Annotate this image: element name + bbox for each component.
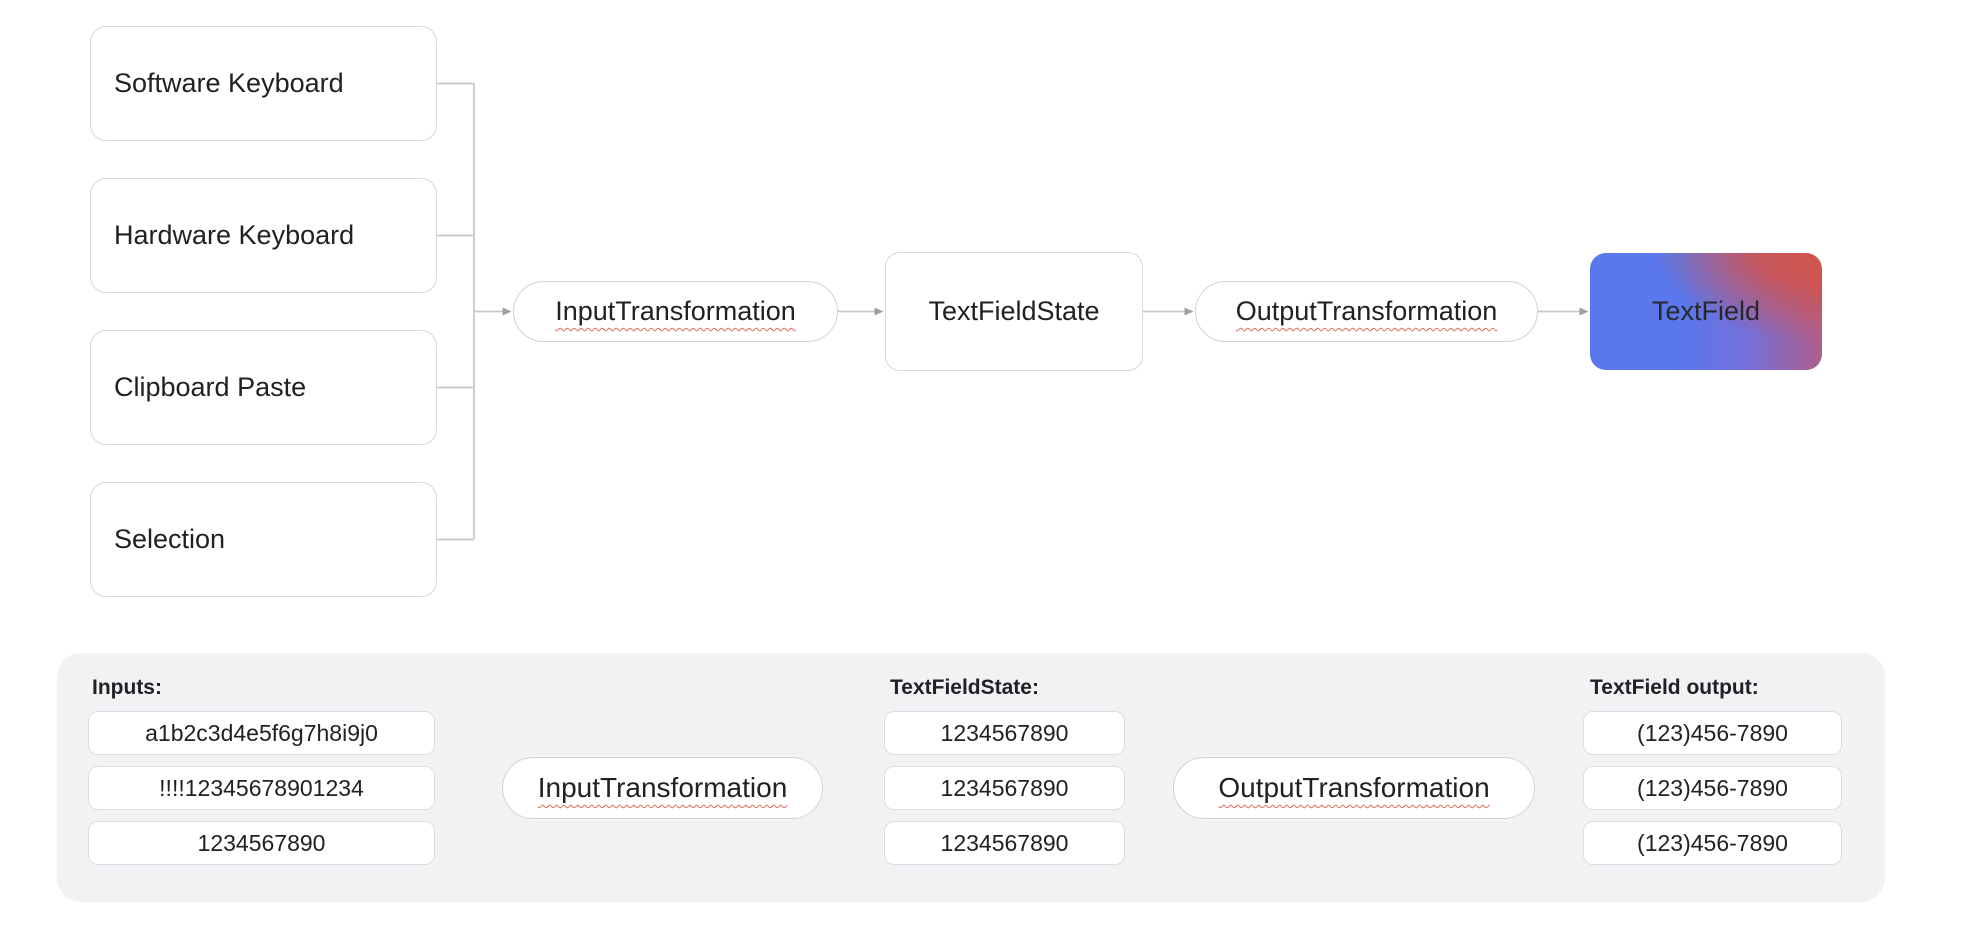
source-box-software-keyboard: Software Keyboard <box>90 26 437 141</box>
source-box-hardware-keyboard: Hardware Keyboard <box>90 178 437 293</box>
state-value-cell: 1234567890 <box>884 821 1125 865</box>
state-value-cell: 1234567890 <box>884 711 1125 755</box>
output-transformation-label: OutputTransformation <box>1218 772 1490 803</box>
source-box-selection: Selection <box>90 482 437 597</box>
source-box-clipboard-paste: Clipboard Paste <box>90 330 437 445</box>
state-title: TextFieldState: <box>890 676 1039 699</box>
input-value-cell: 1234567890 <box>88 821 435 865</box>
source-label: Selection <box>114 524 226 554</box>
text-field-state-node: TextFieldState <box>885 252 1143 371</box>
input-value: a1b2c3d4e5f6g7h8i9j0 <box>145 719 378 746</box>
input-value: !!!!12345678901234 <box>159 774 364 801</box>
state-value-cell: 1234567890 <box>884 766 1125 810</box>
output-transformation-node-bottom: OutputTransformation <box>1173 757 1535 819</box>
output-transformation-node: OutputTransformation <box>1195 281 1538 342</box>
text-field-node: TextField <box>1590 253 1822 370</box>
output-value-cell: (123)456-7890 <box>1583 766 1842 810</box>
inputs-title: Inputs: <box>92 676 162 699</box>
output-value: (123)456-7890 <box>1637 719 1788 746</box>
input-transformation-node: InputTransformation <box>513 281 838 342</box>
input-transformation-label: InputTransformation <box>537 772 788 803</box>
input-transformation-label: InputTransformation <box>555 296 796 326</box>
text-field-label: TextField <box>1651 296 1761 326</box>
state-value: 1234567890 <box>940 774 1069 801</box>
output-value: (123)456-7890 <box>1637 829 1788 856</box>
text-field-state-label: TextFieldState <box>928 296 1100 326</box>
output-value-cell: (123)456-7890 <box>1583 821 1842 865</box>
output-value-cell: (123)456-7890 <box>1583 711 1842 755</box>
input-transformation-node-bottom: InputTransformation <box>502 757 823 819</box>
output-title: TextField output: <box>1590 676 1759 699</box>
source-label: Software Keyboard <box>114 68 344 98</box>
output-value: (123)456-7890 <box>1637 774 1788 801</box>
input-value-cell: !!!!12345678901234 <box>88 766 435 810</box>
state-value: 1234567890 <box>940 719 1069 746</box>
source-label: Hardware Keyboard <box>114 220 355 250</box>
input-value-cell: a1b2c3d4e5f6g7h8i9j0 <box>88 711 435 755</box>
state-value: 1234567890 <box>940 829 1069 856</box>
output-transformation-label: OutputTransformation <box>1235 296 1498 326</box>
input-value: 1234567890 <box>197 829 326 856</box>
source-label: Clipboard Paste <box>114 372 307 402</box>
